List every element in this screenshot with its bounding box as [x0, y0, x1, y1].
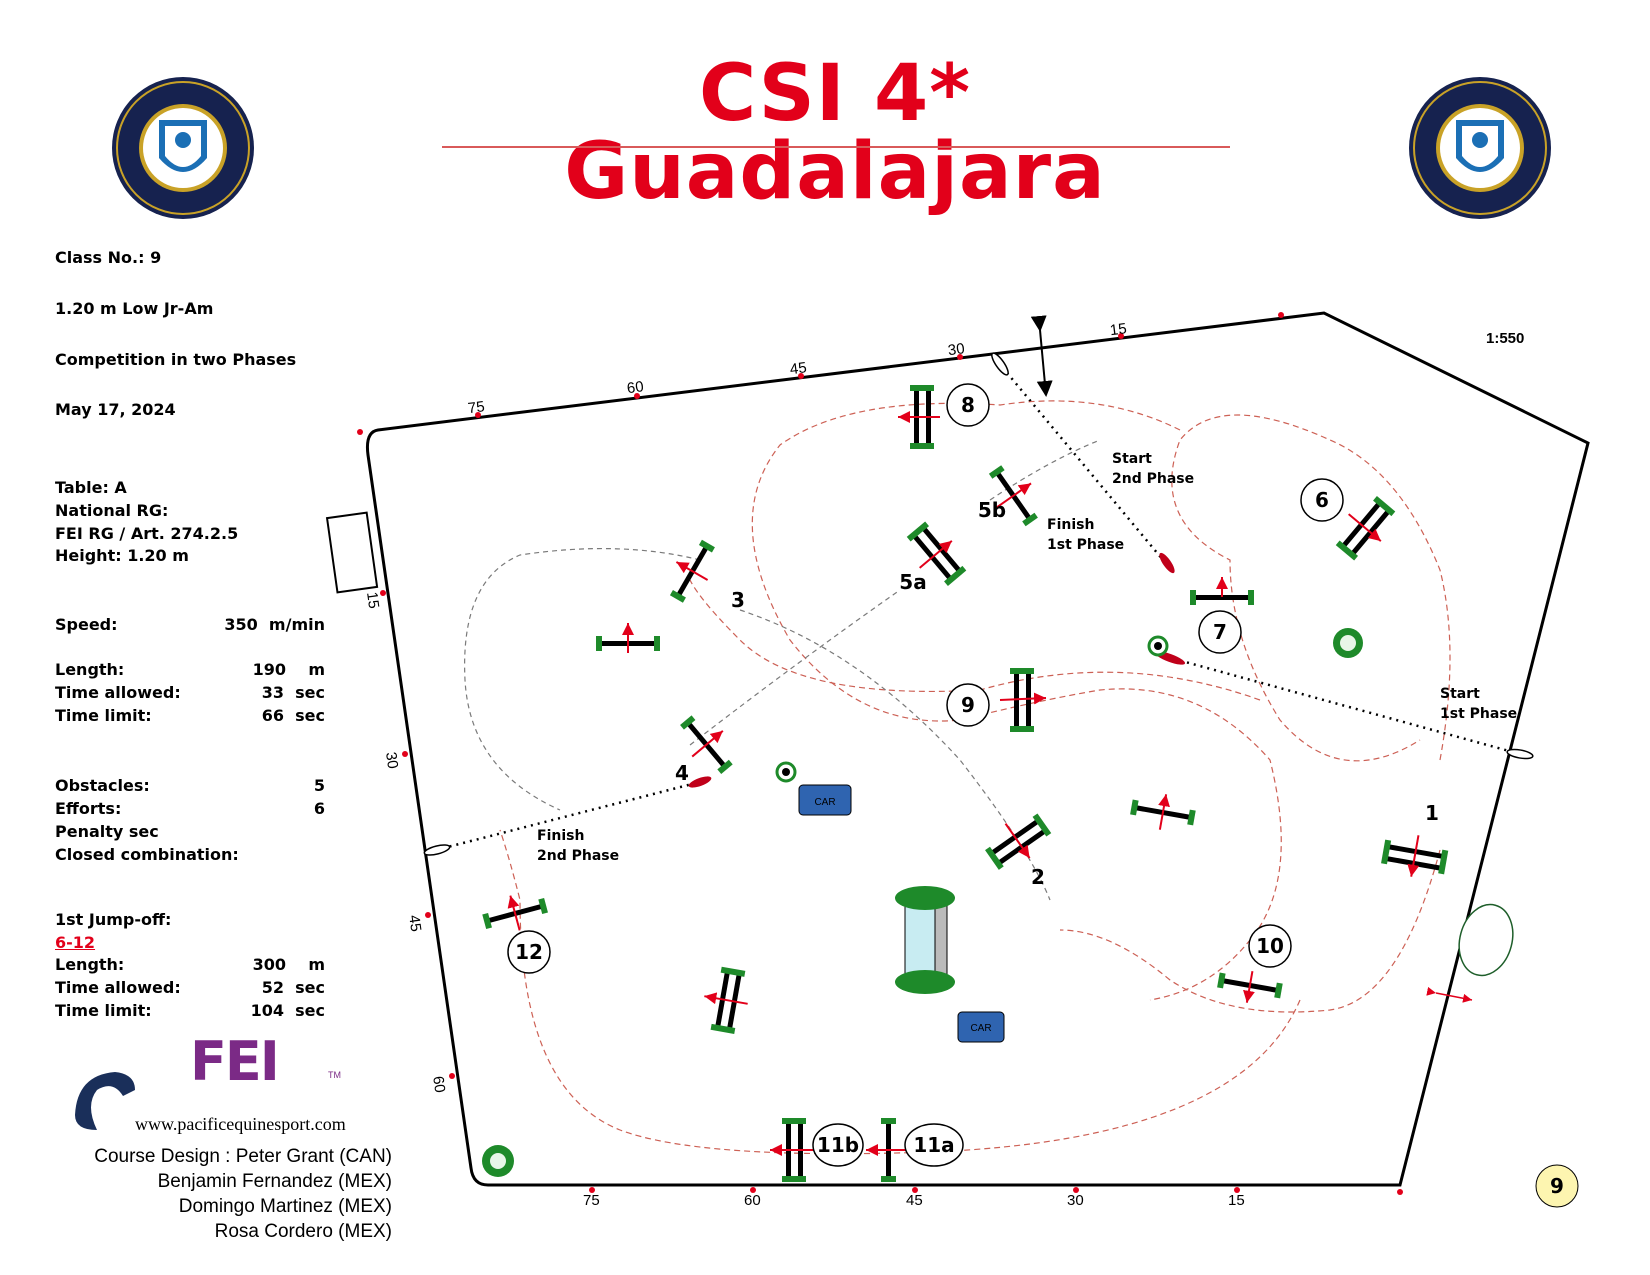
car-1: CAR: [798, 784, 852, 816]
bottom-tick-45: 45: [906, 1192, 923, 1209]
club-logo-right: [1409, 77, 1551, 219]
fence-12: [482, 895, 548, 931]
jumpoff-heading: 1st Jump-off:: [55, 910, 172, 929]
jumpoff-range: 6-12: [55, 933, 96, 952]
bottom-tick-75: 75: [583, 1192, 600, 1209]
start-line-1st-phase: [1159, 653, 1521, 756]
top-tick-15: 15: [1109, 320, 1128, 339]
left-tick-45: 45: [405, 914, 424, 933]
fence-2: [985, 813, 1052, 870]
title-underline: [442, 146, 1230, 148]
svg-text:CAR: CAR: [814, 797, 835, 808]
fences: [482, 385, 1449, 1182]
car-2: CAR: [957, 1011, 1005, 1043]
fence-9: [999, 668, 1047, 732]
pacific-horse-logo: [75, 1072, 135, 1130]
left-tick-15: 15: [363, 591, 382, 610]
fei-trademark: TM: [328, 1070, 341, 1080]
fence-5b: [988, 465, 1038, 527]
left-tick-30: 30: [382, 751, 401, 770]
number-11b: 11b: [817, 1133, 859, 1157]
fence-upright-left: [596, 623, 660, 653]
top-tick-30: 30: [947, 340, 966, 359]
fence-5a: [906, 521, 967, 586]
water-jump: [895, 886, 955, 994]
credit-assistant-2: Domingo Martinez (MEX): [178, 1196, 392, 1217]
number-8: 8: [961, 393, 975, 417]
svg-text:CAR: CAR: [970, 1023, 991, 1034]
left-tick-60: 60: [429, 1075, 448, 1094]
club-logo-left: [112, 77, 254, 219]
fence-10: [1217, 971, 1283, 1003]
number-1: 1: [1425, 801, 1439, 825]
number-11a: 11a: [913, 1133, 954, 1157]
height: Height: 1.20 m: [55, 546, 189, 565]
number-12: 12: [515, 940, 543, 964]
fence-1: [1381, 835, 1449, 877]
fence-8: [898, 385, 940, 449]
top-tick-45: 45: [789, 359, 808, 378]
arena-boundary: [366, 311, 1590, 1187]
arena-oval: [1458, 903, 1514, 977]
number-10: 10: [1256, 934, 1284, 958]
page-title: CSI 4* Guadalajara: [564, 49, 1106, 217]
number-5a: 5a: [899, 570, 926, 594]
bottom-tick-60: 60: [744, 1192, 761, 1209]
number-4: 4: [675, 761, 689, 785]
website-link[interactable]: www.pacificequinesport.com: [135, 1114, 346, 1134]
bottom-tick-15: 15: [1228, 1192, 1245, 1209]
national-rg: National RG:: [55, 501, 169, 520]
credit-assistant-3: Rosa Cordero (MEX): [214, 1221, 392, 1242]
number-2: 2: [1031, 865, 1045, 889]
top-tick-75: 75: [467, 398, 486, 417]
credit-assistant-1: Benjamin Fernandez (MEX): [157, 1171, 392, 1192]
fence-3: [669, 539, 715, 603]
fence-7: [1190, 577, 1254, 605]
number-7: 7: [1213, 620, 1227, 644]
class-badge: 9: [1550, 1174, 1564, 1198]
judge-box: [325, 511, 379, 594]
credit-course-designer: Course Design : Peter Grant (CAN): [94, 1146, 392, 1167]
fei-logo: FEI: [190, 1030, 280, 1093]
competition-date: May 17, 2024: [55, 400, 176, 419]
class-level: 1.20 m Low Jr-Am: [55, 299, 214, 318]
scale-label: 1:550: [1486, 330, 1524, 347]
class-number: Class No.: 9: [55, 248, 162, 267]
number-5b: 5b: [978, 498, 1006, 522]
number-9: 9: [961, 693, 975, 717]
table-rule: Table: A: [55, 478, 127, 497]
bottom-tick-30: 30: [1067, 1192, 1084, 1209]
fence-4: [680, 715, 733, 775]
top-tick-60: 60: [626, 378, 645, 397]
fence-11b: [770, 1118, 814, 1182]
bushes: [482, 628, 1363, 1177]
track-phase-2: [499, 579, 1301, 1155]
fence-6: [1335, 496, 1396, 561]
fence-11a: [866, 1118, 910, 1182]
measure-arrow: [1030, 315, 1053, 397]
fence-upright-right: [1130, 794, 1196, 830]
track-phase-1: [751, 400, 1451, 1013]
number-6: 6: [1315, 488, 1329, 512]
fence-lower-left: [704, 966, 748, 1034]
boundary-markers: [357, 312, 1403, 1195]
competition-type: Competition in two Phases: [55, 350, 297, 369]
track-grey: [464, 439, 1101, 901]
fei-rg: FEI RG / Art. 274.2.5: [55, 524, 239, 543]
number-3: 3: [731, 588, 745, 612]
